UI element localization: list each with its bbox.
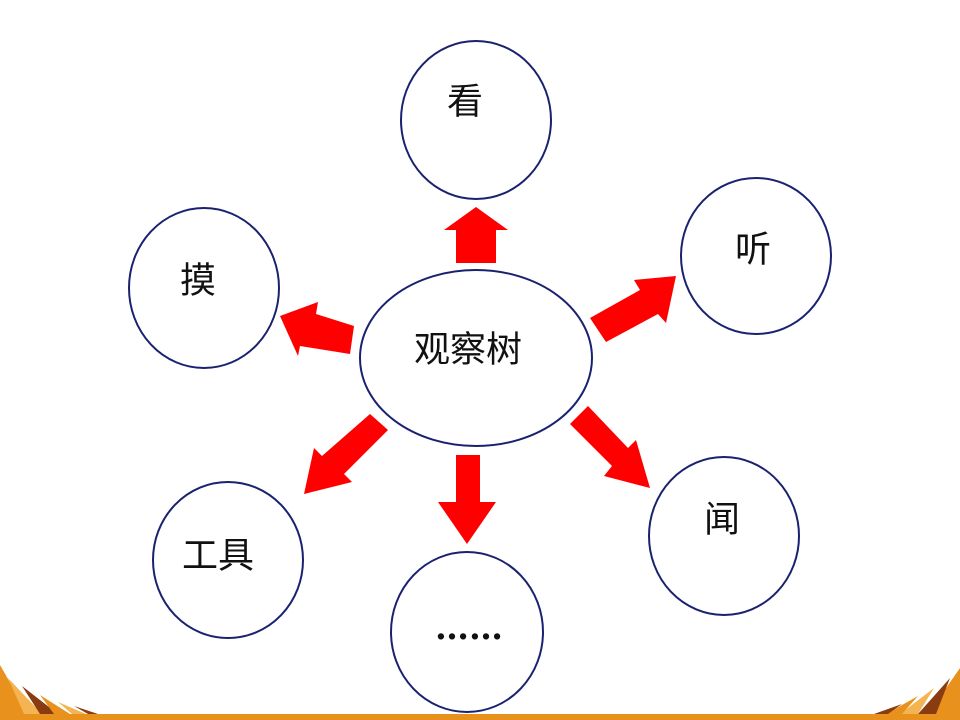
center-node-label: 观察树	[414, 330, 522, 371]
arrow-to-smell	[570, 406, 650, 488]
node-label-more: ……	[435, 608, 503, 648]
center-node: 观察树	[359, 269, 593, 447]
node-circles: 看 听 闻 …… 工具 摸	[128, 40, 832, 713]
node-label-smell: 闻	[704, 500, 740, 541]
left-corner-decoration	[0, 665, 98, 714]
node-look: 看	[400, 40, 552, 200]
node-smell: 闻	[648, 456, 800, 616]
node-label-tools: 工具	[182, 536, 254, 577]
node-label-look: 看	[447, 82, 483, 123]
node-hear: 听	[680, 177, 832, 335]
right-corner-decoration	[874, 668, 960, 714]
arrow-to-touch	[280, 302, 354, 356]
node-label-touch: 摸	[180, 261, 216, 302]
arrows	[280, 207, 676, 544]
arrow-to-look	[444, 207, 508, 263]
node-touch: 摸	[128, 207, 280, 369]
arrow-to-more	[438, 455, 496, 544]
bottom-bar	[0, 714, 960, 720]
bottom-decoration	[0, 665, 960, 720]
arrow-to-hear	[590, 276, 676, 342]
node-label-hear: 听	[735, 230, 771, 271]
node-more: ……	[390, 551, 544, 713]
node-tools: 工具	[152, 481, 304, 639]
arrow-to-tools	[304, 414, 388, 494]
